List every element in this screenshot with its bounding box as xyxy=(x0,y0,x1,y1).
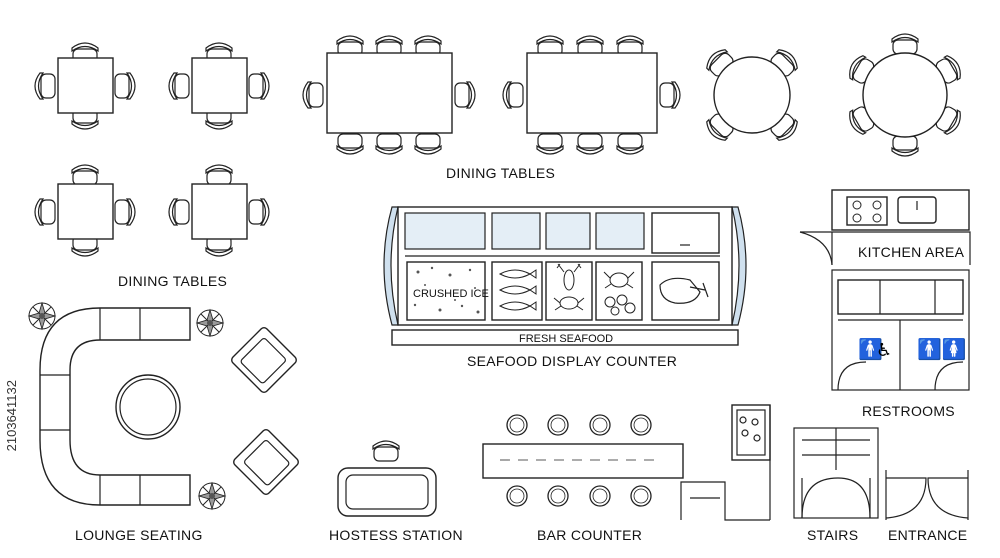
entrance xyxy=(885,470,969,520)
kitchen-area-label: KITCHEN AREA xyxy=(858,244,965,260)
restrooms: 🚹 ♿ 🚹🚺 xyxy=(831,269,970,391)
meat-icon xyxy=(659,277,709,304)
bar-back xyxy=(680,404,771,521)
lounge-seating xyxy=(28,302,299,510)
rect-table-2 xyxy=(502,35,681,155)
square-table-1 xyxy=(34,42,136,130)
fish-icon xyxy=(498,269,537,311)
square-table-3 xyxy=(34,164,136,257)
hostess-station xyxy=(337,440,437,517)
restrooms-label: RESTROOMS xyxy=(862,403,955,419)
crushed-ice-label: CRUSHED ICE xyxy=(413,288,489,300)
lobster-icon xyxy=(553,263,585,311)
entrance-label: ENTRANCE xyxy=(888,527,967,543)
square-table-4 xyxy=(168,164,270,257)
crab-icon xyxy=(603,271,636,316)
stock-id: 2103641132 xyxy=(4,380,19,452)
fresh-seafood-label: FRESH SEAFOOD xyxy=(519,333,613,345)
dining-tables-label-left: DINING TABLES xyxy=(118,273,227,289)
armchair-1 xyxy=(231,327,297,393)
men-restroom-icon: 🚹 xyxy=(858,337,883,361)
round-table-6 xyxy=(845,33,965,157)
square-table-2 xyxy=(168,42,270,130)
stove-icon xyxy=(852,200,882,223)
stairs xyxy=(793,427,879,519)
rect-table-1 xyxy=(302,35,476,155)
armchair-2 xyxy=(233,429,299,495)
stairs-label: STAIRS xyxy=(807,527,858,543)
round-table-4 xyxy=(702,45,802,145)
bar-counter xyxy=(482,414,684,507)
kitchen-area xyxy=(799,189,971,266)
women-restroom-icon: 🚹🚺 xyxy=(917,337,967,361)
seafood-display-counter: CRUSHED ICE FRESH SEAFOOD xyxy=(383,206,747,346)
accessible-icon: ♿ xyxy=(876,340,892,361)
dining-tables-label-top: DINING TABLES xyxy=(446,165,555,181)
hostess-station-label: HOSTESS STATION xyxy=(329,527,463,543)
bar-counter-label: BAR COUNTER xyxy=(537,527,642,543)
seafood-display-counter-label: SEAFOOD DISPLAY COUNTER xyxy=(467,353,677,369)
lounge-seating-label: LOUNGE SEATING xyxy=(75,527,203,543)
